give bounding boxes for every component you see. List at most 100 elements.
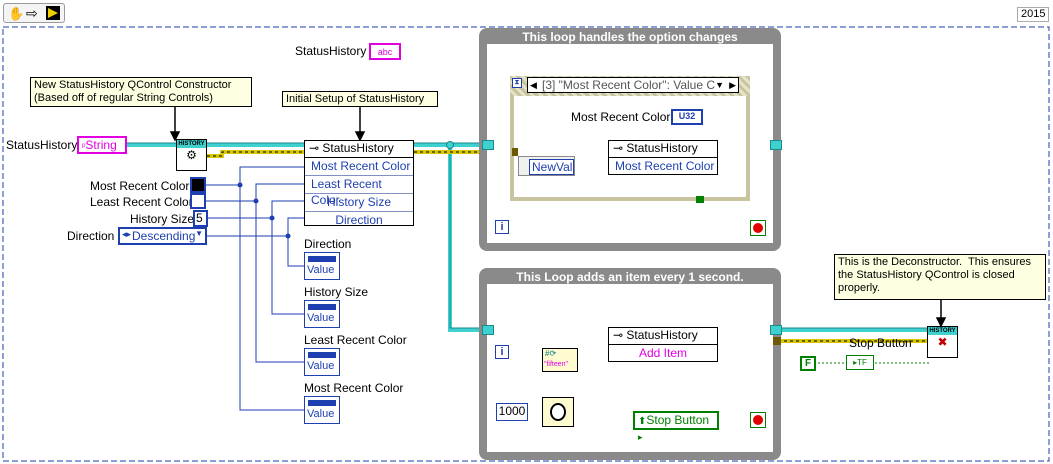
loop1-condition-terminal[interactable]: [750, 220, 766, 236]
add-item-loop-title: This Loop adds an item every 1 second.: [516, 270, 744, 284]
wait-ms-node[interactable]: [542, 397, 574, 427]
local-arrow-icon: ▸: [638, 432, 643, 442]
loop1-property-node-title: StatusHistory: [626, 141, 698, 155]
least-recent-color-value-node[interactable]: Value: [304, 348, 340, 376]
event-structure[interactable]: [510, 76, 750, 201]
selector-dropdown-icon: ▼: [715, 80, 724, 90]
selector-left-arrow-icon: ◀: [530, 80, 537, 90]
value-node-text: Value: [307, 264, 335, 276]
loop1-event-left-tunnel: [512, 148, 518, 156]
event-selector[interactable]: ◀ [3] "Most Recent Color": Value C ▼ ▶: [527, 77, 739, 93]
deconstructor-vi-header: HISTORY: [928, 327, 957, 335]
reference-icon: ⊸: [613, 141, 627, 155]
most-recent-color-value-node-label: Most Recent Color: [304, 381, 404, 395]
loop1-property-node[interactable]: ⊸ StatusHistory Most Recent Color: [608, 140, 718, 175]
deconstructor-icon: ✖: [937, 335, 948, 349]
property-row-most-recent-color[interactable]: Most Recent Color: [305, 158, 413, 176]
loop1-most-recent-color-label: Most Recent Color: [571, 110, 671, 124]
property-node-title: StatusHistory: [322, 141, 394, 155]
status-history-string-indicator[interactable]: abc: [369, 43, 401, 60]
initial-setup-note: Initial Setup of StatusHistory: [282, 91, 438, 107]
format-into-string-node[interactable]: #⟳ "fifteen": [542, 348, 578, 372]
property-row-direction[interactable]: Direction: [335, 213, 383, 227]
loop1-property-node-header: ⊸ StatusHistory: [609, 141, 717, 158]
loop2-iteration-terminal: i: [495, 345, 509, 359]
loop2-left-tunnel: [482, 325, 494, 335]
format-icon: #⟳: [545, 349, 557, 358]
direction-value-node-label: Direction: [304, 237, 352, 251]
stop-condition-icon: [753, 415, 763, 425]
value-node-text: Value: [307, 408, 335, 420]
wire-junctions: [237, 182, 291, 239]
deconstructor-vi[interactable]: HISTORY ✖: [927, 326, 958, 358]
history-size-value-node[interactable]: Value: [304, 300, 340, 328]
loop1-iteration-terminal: i: [495, 220, 509, 234]
u32-indicator[interactable]: U32: [671, 109, 703, 125]
loop2-property-node-header: ⊸ StatusHistory: [609, 328, 717, 345]
option-changes-loop-title: This loop handles the option changes: [522, 30, 738, 44]
property-row-least-recent-color[interactable]: Least Recent Color: [305, 176, 413, 207]
status-history-control-label: StatusHistory: [6, 138, 78, 152]
least-recent-color-value-node-label: Least Recent Color: [304, 333, 407, 347]
stop-button-terminal-text: TF: [857, 358, 867, 367]
loop2-property-node-title: StatusHistory: [626, 328, 698, 342]
status-history-string-control[interactable]: ᵖString: [77, 136, 127, 154]
loop2-error-tunnel: [773, 337, 781, 345]
loop1-right-tunnel: [770, 140, 782, 150]
stop-button-local-variable[interactable]: ⬆Stop Button ▸: [633, 411, 719, 442]
wait-ms-constant[interactable]: 1000: [496, 403, 528, 421]
dropdown-icon: ▼: [195, 229, 203, 238]
stop-button-terminal-arrow-icon: ▸: [853, 358, 858, 367]
toolbar: ✋ ⇨: [3, 3, 65, 23]
direction-value-node[interactable]: Value: [304, 252, 340, 280]
loop2-right-tunnel: [770, 325, 782, 335]
local-variable-icon: ⬆: [638, 416, 647, 427]
loop2-condition-terminal[interactable]: [750, 412, 766, 428]
newval-terminal: NewVal: [529, 159, 574, 175]
history-size-value-node-label: History Size: [304, 285, 369, 299]
loop2-property-node[interactable]: ⊸ StatusHistory Add Item: [608, 327, 718, 362]
add-item-loop[interactable]: This Loop adds an item every 1 second.: [479, 268, 781, 460]
stopwatch-icon: [550, 403, 566, 421]
most-recent-color-value-node[interactable]: Value: [304, 396, 340, 424]
event-data-node[interactable]: NewVal: [518, 156, 575, 176]
event-selector-text: [3] "Most Recent Color": Value C: [542, 78, 716, 92]
format-string-text: "fifteen": [544, 361, 569, 368]
history-size-control[interactable]: 5: [193, 210, 208, 227]
most-recent-color-label: Most Recent Color: [90, 179, 190, 193]
arrow-icon[interactable]: ⇨: [26, 5, 38, 21]
constructor-note: New StatusHistory QControl Constructor (…: [30, 77, 252, 107]
note-arrows: [169, 107, 947, 328]
string-glyph-icon: ᵖ: [82, 141, 86, 151]
status-history-indicator-label: StatusHistory: [295, 44, 367, 58]
least-recent-color-label: Least Recent Color: [90, 195, 193, 209]
constructor-vi[interactable]: HISTORY ⚙: [176, 139, 207, 171]
reference-icon: ⊸: [309, 141, 323, 155]
event-boolean-terminal: [696, 196, 704, 203]
direction-enum-control[interactable]: ◂▸ Descending ▼: [118, 227, 207, 245]
add-item-loop-interior: [487, 284, 773, 452]
status-history-property-node[interactable]: ⊸ StatusHistory Most Recent Color Least …: [304, 140, 414, 227]
reference-icon: ⊸: [613, 328, 627, 342]
least-recent-color-control[interactable]: [190, 193, 206, 209]
loop1-property-row-most-recent-color[interactable]: Most Recent Color: [615, 159, 715, 173]
status-history-control-value: String: [85, 138, 117, 152]
constructor-vi-header: HISTORY: [177, 140, 206, 148]
hand-icon[interactable]: ✋: [8, 6, 25, 21]
direction-value: Descending: [132, 229, 196, 243]
value-node-text: Value: [307, 312, 335, 324]
loop2-property-row-add-item[interactable]: Add Item: [638, 346, 688, 360]
false-constant[interactable]: F: [800, 356, 816, 371]
property-row-history-size[interactable]: History Size: [305, 194, 413, 212]
diagram-border: [2, 26, 1050, 462]
stop-button-terminal[interactable]: ▸TF: [846, 355, 874, 370]
selector-right-arrow-icon: ▶: [729, 80, 736, 90]
event-timeout-terminal: ⧗: [512, 78, 522, 88]
most-recent-color-control[interactable]: [190, 177, 206, 193]
value-node-text: Value: [307, 360, 335, 372]
direction-label: Direction: [67, 229, 115, 243]
deconstructor-note: This is the Deconstructor. This ensures …: [834, 254, 1046, 300]
loop1-left-tunnel: [482, 140, 494, 150]
enum-arrows-icon: ◂▸: [122, 229, 132, 239]
run-icon[interactable]: [46, 6, 60, 20]
